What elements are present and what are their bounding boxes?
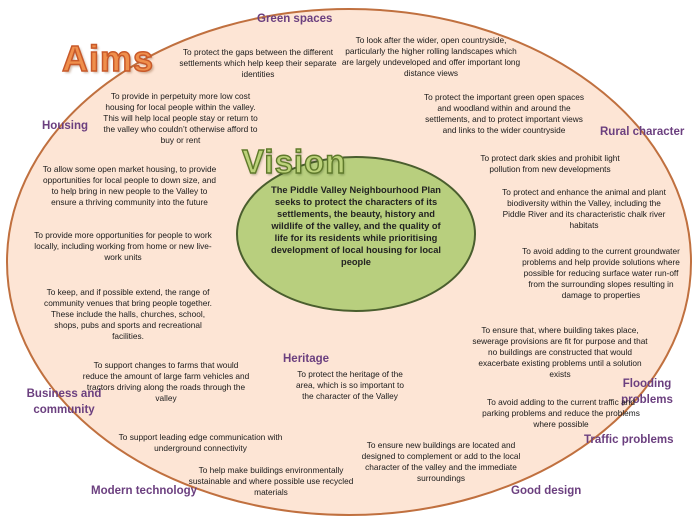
aim-gaps: To protect the gaps between the differen…: [179, 47, 337, 79]
label-flooding: Flooding problems: [621, 378, 673, 406]
aim-countryside: To look after the wider, open countrysid…: [341, 35, 521, 78]
label-business-community: Business and community: [26, 388, 102, 416]
aims-title: Aims: [61, 37, 155, 80]
aim-environmental: To help make buildings environmentally s…: [188, 465, 354, 497]
aim-groundwater: To avoid adding to the current groundwat…: [522, 246, 680, 300]
aim-heritage: To protect the heritage of the area, whi…: [296, 369, 404, 401]
label-heritage: Heritage: [283, 353, 330, 365]
aim-work-locally: To provide more opportunities for people…: [34, 230, 212, 262]
vision-ellipse: [236, 156, 476, 312]
vision-statement: The Piddle Valley Neighbourhood Plan see…: [271, 185, 441, 267]
label-good-design: Good design: [511, 485, 582, 497]
label-traffic: Traffic problems: [584, 434, 674, 446]
aim-new-buildings: To ensure new buildings are located and …: [361, 440, 521, 483]
aim-farms: To support changes to farms that would r…: [82, 360, 250, 403]
aim-dark-skies: To protect dark skies and prohibit light…: [480, 153, 620, 174]
label-green-spaces: Green spaces: [257, 13, 333, 25]
aim-open-market-housing: To allow some open market housing, to pr…: [42, 164, 217, 207]
aim-low-cost-housing: To provide in perpetuity more low cost h…: [103, 91, 258, 145]
aim-community-venues: To keep, and if possible extend, the ran…: [44, 287, 212, 341]
label-modern-technology: Modern technology: [91, 485, 198, 497]
aim-sewerage: To ensure that, where building takes pla…: [472, 325, 648, 379]
aim-green-open-spaces: To protect the important green open spac…: [423, 92, 585, 135]
aim-communication: To support leading edge communication wi…: [118, 432, 283, 453]
label-rural-character: Rural character: [600, 126, 685, 138]
aim-biodiversity: To protect and enhance the animal and pl…: [502, 187, 666, 230]
label-housing: Housing: [42, 120, 88, 132]
aim-traffic: To avoid adding to the current traffic a…: [482, 397, 640, 429]
vision-title: Vision: [241, 142, 347, 180]
